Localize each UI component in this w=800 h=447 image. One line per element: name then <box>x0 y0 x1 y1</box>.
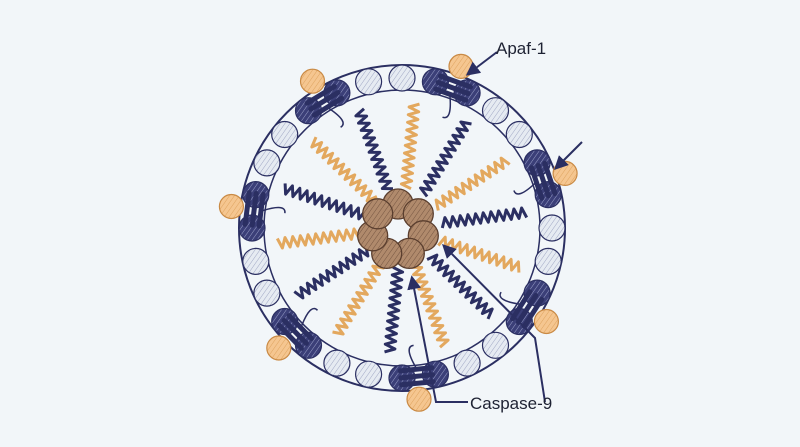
helix-spoke <box>437 235 521 273</box>
helix-spoke <box>426 253 494 320</box>
ring-sphere <box>242 247 270 275</box>
ring-sphere <box>538 214 566 242</box>
ring-sphere <box>534 247 562 275</box>
beta-ribbon <box>242 190 286 229</box>
peach-sphere <box>552 160 578 186</box>
peach-sphere <box>218 193 244 220</box>
caspase-helices <box>275 102 529 354</box>
ring-sphere <box>481 97 510 125</box>
ring-sphere <box>355 68 383 96</box>
peach-sphere <box>448 53 474 80</box>
helix-spoke <box>419 120 472 198</box>
helix-spoke <box>283 183 367 221</box>
side-arrow <box>554 141 583 170</box>
beta-ribbon <box>276 307 319 351</box>
beta-ribbon <box>397 344 436 388</box>
peach-sphere <box>533 308 560 335</box>
helix-spoke <box>275 227 364 250</box>
ring-sphere <box>355 360 383 388</box>
apaf-arrow <box>465 51 498 76</box>
ring-sphere <box>323 349 351 377</box>
peach-sphere <box>266 335 292 361</box>
helix-spoke <box>383 265 405 354</box>
beta-ribbon <box>499 289 545 329</box>
helix-spoke <box>434 156 511 211</box>
helix-spoke <box>440 206 529 229</box>
apaf-label: Apaf-1 <box>496 39 546 58</box>
ring-sphere <box>481 331 510 359</box>
inner-ring-outline <box>263 89 541 367</box>
helix-spoke <box>332 258 385 336</box>
caspase-sphere <box>362 198 394 230</box>
helix-spoke <box>354 107 394 191</box>
helix-spoke <box>399 102 421 191</box>
ring-sphere <box>505 120 533 149</box>
apaf-ribbons <box>218 53 578 412</box>
helix-spoke <box>310 136 378 203</box>
caspase-leader-1 <box>407 275 468 403</box>
ring-sphere <box>453 349 481 377</box>
helix-spoke <box>293 245 370 300</box>
beta-ribbon <box>513 160 558 201</box>
beta-ribbon <box>304 84 345 128</box>
caspase-label: Caspase-9 <box>470 394 552 413</box>
beta-ribbon <box>433 73 473 119</box>
peach-sphere <box>299 68 326 94</box>
ring-sphere <box>253 149 281 177</box>
ring-sphere <box>253 279 281 307</box>
caspase-leader-2 <box>442 244 546 403</box>
central-hub <box>357 188 439 270</box>
helix-spoke <box>410 265 450 349</box>
ring-sphere <box>271 120 299 149</box>
peach-sphere <box>406 386 432 412</box>
ring-sphere <box>388 64 416 92</box>
